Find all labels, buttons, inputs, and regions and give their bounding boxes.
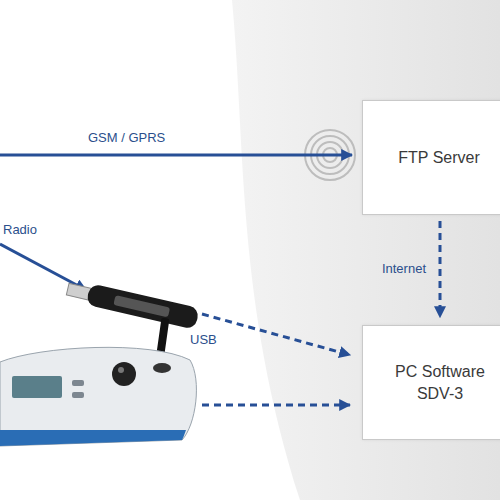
device-screen [12, 376, 62, 398]
handheld-device [0, 318, 196, 446]
device-body [0, 347, 196, 446]
usb-label-plate [113, 295, 170, 317]
link-label: GSM / GPRS [88, 130, 165, 145]
device-knob [112, 362, 136, 386]
usb-stick [65, 278, 200, 329]
edge-label: Internet [382, 261, 426, 276]
radio-arrow [0, 244, 86, 290]
device-button [72, 380, 84, 386]
box-text: PC Software SDV-3 [385, 361, 495, 405]
usb-arrow [202, 314, 350, 355]
box-text: FTP Server [383, 147, 495, 169]
device-button [72, 392, 84, 398]
usb-body [86, 283, 200, 330]
antenna-base [153, 363, 171, 373]
server-box: PC Software SDV-3 [362, 325, 500, 440]
link-label: Radio [3, 222, 37, 237]
knob-highlight [118, 367, 124, 373]
dashed-connector [439, 221, 442, 317]
link-label: USB [190, 332, 217, 347]
server-box: FTP Server [362, 100, 500, 215]
device-arrow [202, 404, 350, 407]
gsm-arrow [0, 154, 352, 157]
device-trim [0, 430, 186, 446]
